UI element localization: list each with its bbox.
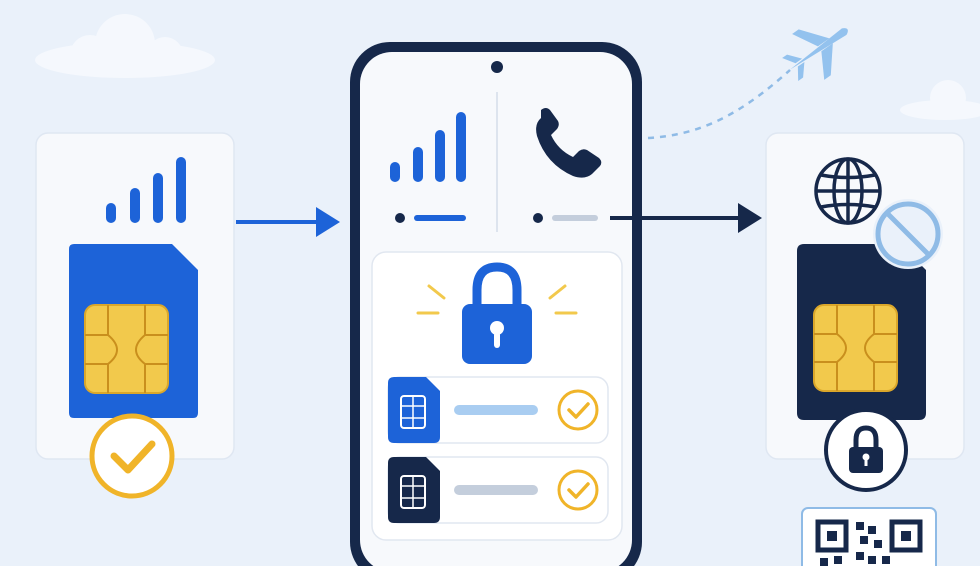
prohibited-icon [873, 199, 943, 269]
lock-glow-lines [416, 284, 578, 315]
arrow-right-icon [610, 203, 762, 233]
lock-badge-icon [824, 408, 908, 492]
padlock-icon [462, 262, 532, 364]
phone-call-icon [536, 108, 602, 178]
call-status-indicator [533, 213, 598, 223]
arrow-right-icon [236, 207, 340, 237]
cloud-icon [35, 14, 215, 78]
sim-chip-icon [813, 304, 898, 392]
flight-path-line [647, 69, 791, 140]
check-circle-icon [557, 389, 599, 431]
qr-code-icon [801, 507, 937, 566]
signal-bars-icon [106, 157, 186, 223]
signal-bars-icon [390, 112, 466, 182]
sim-slot-row[interactable] [387, 376, 609, 444]
sim-card-icon [388, 457, 440, 523]
check-badge-icon [89, 413, 175, 499]
sim-status-bar [454, 405, 538, 415]
sim-slot-row[interactable] [387, 456, 609, 524]
cloud-icon [900, 80, 980, 120]
sim-chip-icon [84, 304, 169, 394]
front-camera [491, 61, 503, 73]
signal-status-indicator [395, 213, 466, 223]
sim-status-bar [454, 485, 538, 495]
airplane-icon [782, 28, 848, 81]
check-circle-icon [557, 469, 599, 511]
sim-card-icon [388, 377, 440, 443]
globe-icon [814, 157, 882, 225]
